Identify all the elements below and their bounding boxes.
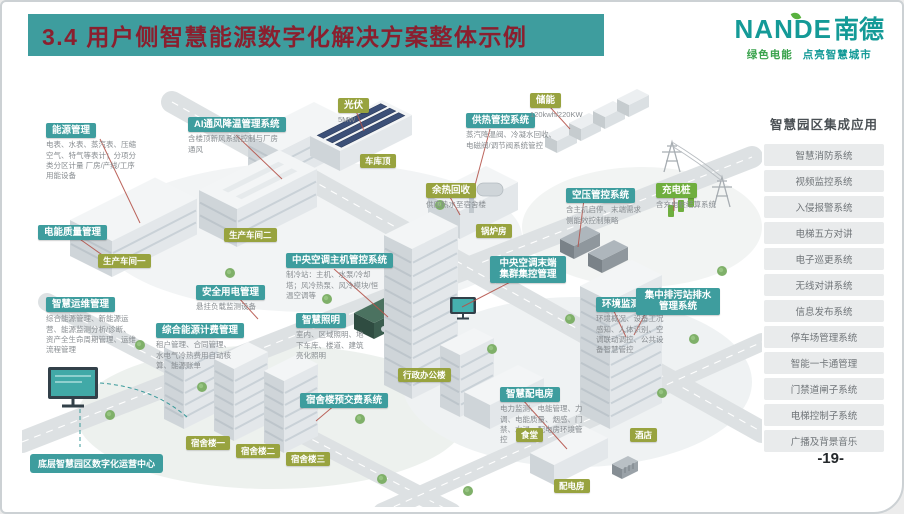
sidebar-item-parking: 停车场管理系统 xyxy=(764,326,884,348)
callout-om-management: 智慧运维管理 综合能源管理、新能源运营、能源监测分析/诊断、资产全生命周期管理、… xyxy=(46,297,136,354)
sidebar-item-wireless: 无线对讲系统 xyxy=(764,274,884,296)
callout-ai-ventilation: AI通风降温管理系统 含楼顶新风系统控制与厂房通风 xyxy=(188,114,286,155)
sidebar-item-elevator-control: 电梯控制子系统 xyxy=(764,404,884,426)
tag-dorm-3: 宿舍楼三 xyxy=(286,452,331,466)
tag-workshop-2: 生产车间二 xyxy=(224,228,277,242)
sidebar-item-cctv: 视频监控系统 xyxy=(764,170,884,192)
callout-waste-heat: 余热回收 供应热水至宿舍楼 xyxy=(426,183,486,210)
tag-canteen: 食堂 xyxy=(516,428,544,442)
callout-sewage-drainage: 集中排污站排水管理系统 xyxy=(636,288,720,315)
title-bar: 3.4 用户侧智慧能源数字化解决方案整体示例 xyxy=(28,14,604,56)
sidebar-item-access-gate: 门禁道闸子系统 xyxy=(764,378,884,400)
ops-center-label: 底层智慧园区数字化运营中心 xyxy=(30,454,164,473)
tag-admin-building: 行政办公楼 xyxy=(398,368,451,382)
logo-tagline: 绿色电能 点亮智慧城市 xyxy=(746,49,872,61)
logo-latin: NANDE xyxy=(735,10,832,45)
tag-hotel: 酒店 xyxy=(630,428,658,442)
sidebar-item-patrol: 电子巡更系统 xyxy=(764,248,884,270)
callout-heating-control: 供热管控系统 蒸汽降温阀、冷凝水回收、电磁阀/调节阀系统管控 xyxy=(466,113,556,150)
callout-hvac-terminal: 中央空调末端集群集控管理 xyxy=(490,256,566,283)
callout-env-monitoring: 环境监测 环境概况、设备工况感知、人体识别、空调联动调控、公共设备智慧管控 xyxy=(596,297,664,354)
sidebar-item-onecard: 智能一卡通管理 xyxy=(764,352,884,374)
tag-workshop-1: 生产车间一 xyxy=(98,254,151,268)
sidebar-item-fire: 智慧消防系统 xyxy=(764,144,884,166)
callout-air-compressor: 空压管控系统 含主机启停、末端需求侧能效控制策略 xyxy=(566,188,641,225)
tag-garage-roof: 车库顶 xyxy=(360,154,396,168)
tag-boiler-house: 锅炉房 xyxy=(476,224,512,238)
tag-substation: 配电房 xyxy=(554,479,590,493)
page-number: -19- xyxy=(817,450,844,467)
sidebar-item-broadcast: 广播及背景音乐 xyxy=(764,430,884,452)
callout-hvac-main: 中央空调主机管控系统 制冷站：主机、水泵/冷却塔；风冷热泵、风冷模块/恒温空调等 xyxy=(286,250,394,301)
sidebar-item-info-release: 信息发布系统 xyxy=(764,300,884,322)
callout-energy-management: 能源管理 电表、水表、蒸汽表、压缩空气、特气等表计；分项分类分区计量 厂房/产线… xyxy=(46,123,136,180)
callout-electrical-safety: 安全用电管理 悬挂负载监测设备 xyxy=(196,282,266,313)
callout-pv: 光伏 5MW xyxy=(338,95,378,126)
callout-dorm-prepay: 宿舍楼预交费系统 xyxy=(300,390,389,409)
integration-panel: 智慧园区集成应用 智慧消防系统 视频监控系统 入侵报警系统 电梯五方对讲 电子巡… xyxy=(764,114,884,456)
sidebar-item-intrusion: 入侵报警系统 xyxy=(764,196,884,218)
page-title: 3.4 用户侧智慧能源数字化解决方案整体示例 xyxy=(42,24,528,50)
nande-logo: NANDE 南德 绿色电能 点亮智慧城市 xyxy=(735,10,884,62)
tag-dorm-2: 宿舍楼二 xyxy=(236,444,281,458)
sidebar-item-elevator-intercom: 电梯五方对讲 xyxy=(764,222,884,244)
tag-dorm-1: 宿舍楼一 xyxy=(186,436,231,450)
callout-energy-billing: 综合能源计费管理 租户管理、合同管理、水电气冷热费用自动核算、能源账单 xyxy=(156,320,245,371)
callout-energy-storage: 储能 120kwh/220KW xyxy=(530,93,583,120)
callout-charging-pile: 充电桩 含充电桩结算系统 xyxy=(656,183,716,210)
integration-panel-title: 智慧园区集成应用 xyxy=(769,118,878,132)
logo-cn: 南德 xyxy=(833,16,884,44)
callout-smart-lighting: 智慧照明 室内、区域照明、地下车库、楼道、建筑亮化照明 xyxy=(296,313,364,360)
callout-power-quality: 电能质量管理 xyxy=(38,222,108,241)
